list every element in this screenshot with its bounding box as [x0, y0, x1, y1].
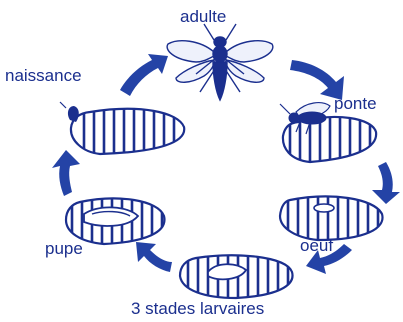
arrow-ponte-to-oeuf — [372, 162, 400, 204]
cocoon-larves-icon — [180, 246, 293, 306]
label-larves: 3 stades larvaires — [131, 300, 264, 317]
arrow-naissance-to-adulte — [120, 54, 168, 96]
label-naissance: naissance — [5, 67, 82, 84]
label-pupe: pupe — [45, 240, 83, 257]
label-adulte: adulte — [180, 8, 226, 25]
adult-insect-icon — [167, 24, 273, 100]
cocoon-naissance-icon — [60, 102, 184, 160]
label-oeuf: oeuf — [300, 237, 333, 254]
arrow-larves-to-pupe — [136, 242, 172, 272]
arrow-pupe-to-naissance — [52, 150, 80, 196]
label-ponte: ponte — [334, 95, 377, 112]
